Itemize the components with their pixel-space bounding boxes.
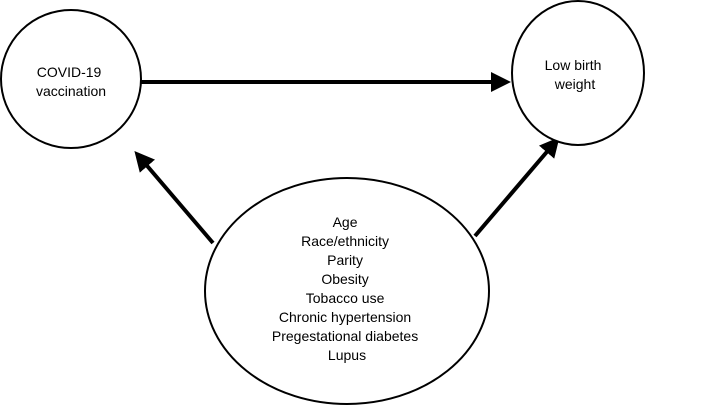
node-outcome-label: Low birth weight — [545, 57, 606, 92]
node-confounders-ellipse — [204, 177, 490, 405]
node-outcome: Low birth weight — [511, 0, 645, 146]
confounder-item: Parity — [327, 252, 363, 268]
confounder-item: Tobacco use — [306, 290, 385, 306]
node-outcome-line: Low birth — [545, 57, 602, 73]
edge-confounders-to-exposure — [134, 150, 215, 245]
node-confounders: Age Race/ethnicity Parity Obesity Tobacc… — [204, 177, 490, 405]
node-exposure-line: vaccination — [36, 83, 106, 99]
confounder-item: Lupus — [328, 347, 366, 363]
confounder-item: Chronic hypertension — [279, 309, 411, 325]
node-exposure: COVID-19 vaccination — [0, 9, 142, 149]
node-outcome-ellipse — [511, 0, 645, 146]
confounder-item: Obesity — [321, 271, 368, 287]
confounder-item: Pregestational diabetes — [272, 328, 418, 344]
confounder-item: Race/ethnicity — [301, 233, 389, 249]
node-exposure-label: COVID-19 vaccination — [36, 64, 106, 99]
node-outcome-line: weight — [554, 76, 596, 92]
confounder-item: Age — [333, 214, 358, 230]
edge-confounders-to-outcome — [473, 136, 560, 238]
node-confounders-label: Age Race/ethnicity Parity Obesity Tobacc… — [272, 214, 422, 363]
node-exposure-ellipse — [0, 9, 142, 149]
node-exposure-line: COVID-19 — [37, 64, 102, 80]
